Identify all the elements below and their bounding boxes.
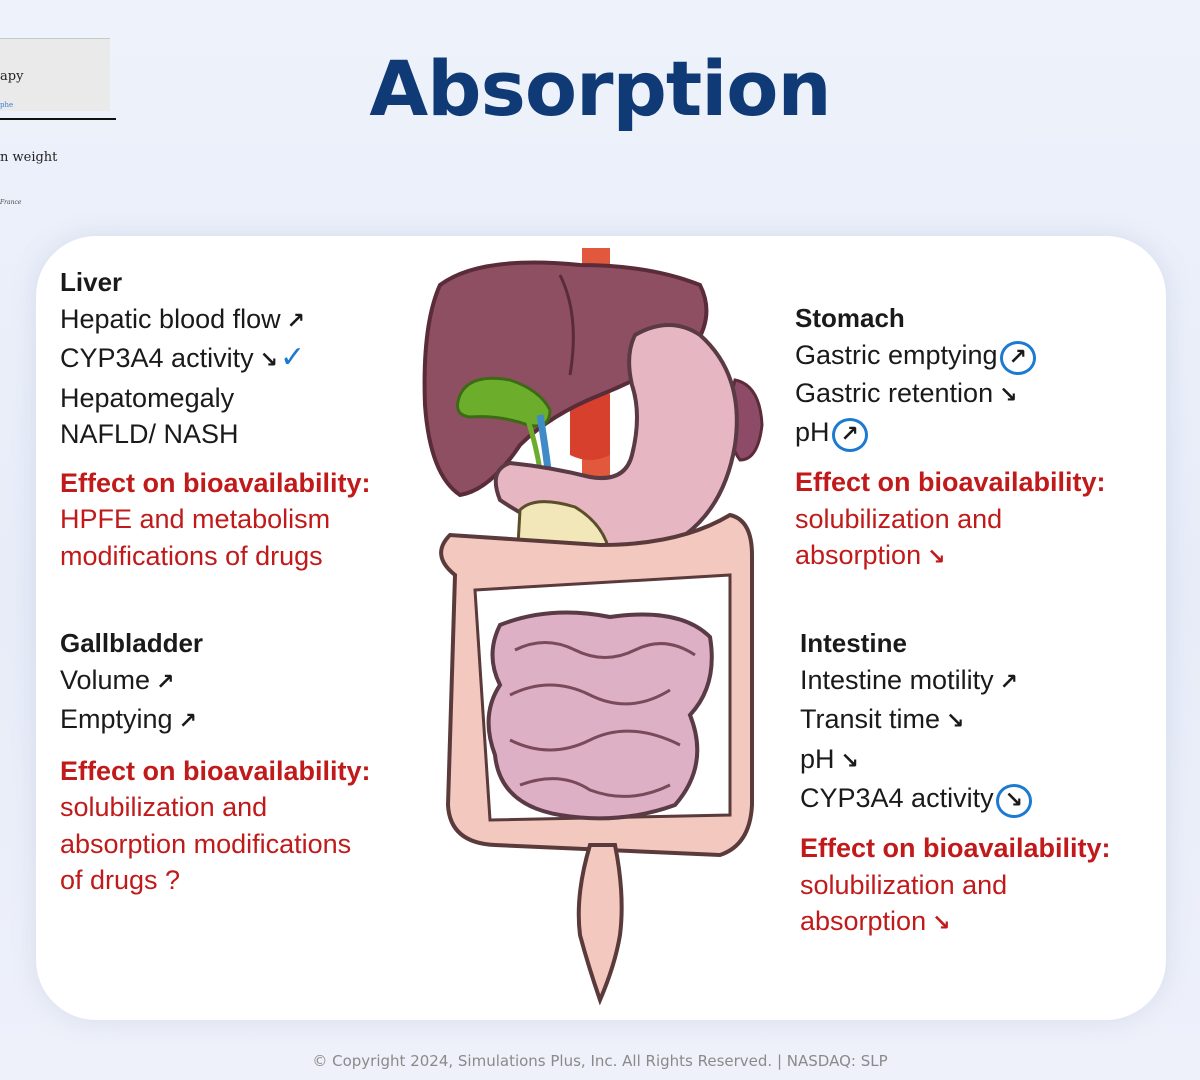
gallbladder-effect-line: solubilization and <box>60 792 268 822</box>
intestine-block: Intestine Intestine motility↗ Transit ti… <box>800 625 1111 943</box>
gallbladder-title: Gallbladder <box>60 628 204 658</box>
arrow-down-icon: ↘ <box>946 709 965 734</box>
arrow-up-icon: ↗ <box>286 308 306 334</box>
intestine-effect-title: Effect on bioavailability: <box>800 833 1111 863</box>
gallbladder-effect-line: of drugs ? <box>60 865 181 895</box>
copyright-footer: © Copyright 2024, Simulations Plus, Inc.… <box>312 1052 888 1070</box>
liver-item: Hepatic blood flow↗ <box>60 303 306 334</box>
stomach-item: Gastric retention↘ <box>795 377 1018 408</box>
intestine-effect-line: solubilization and <box>800 869 1008 900</box>
liver <box>422 260 709 498</box>
arrow-down-icon: ↘ <box>999 382 1018 408</box>
liver-effect-line: HPFE and metabolism <box>60 504 331 534</box>
gallbladder-block: Gallbladder Volume↗ Emptying↗ Effect on … <box>60 625 371 899</box>
snippet-affiliation: France <box>0 199 22 206</box>
blood-vessels <box>570 390 610 460</box>
digestive-system-illustration <box>422 248 764 1005</box>
liver-item: CYP3A4 activity↘✓ <box>60 340 306 375</box>
stomach-title: Stomach <box>795 303 905 333</box>
stomach-item: Gastric emptying↗ <box>795 337 1106 375</box>
stomach-effect-line: absorption↘ <box>795 540 946 570</box>
stomach-block: Stomach Gastric emptying↗ Gastric retent… <box>795 300 1106 577</box>
arrow-down-icon: ↘ <box>995 784 1033 818</box>
intestine-item: CYP3A4 activity↘ <box>800 780 1111 818</box>
gallbladder-item: Volume↗ <box>60 664 175 695</box>
snippet-text: apy <box>0 69 24 84</box>
gallbladder-effect-title: Effect on bioavailability: <box>60 755 371 786</box>
intestine-title: Intestine <box>800 628 907 658</box>
arrow-down-icon: ↘ <box>259 348 279 373</box>
liver-block: Liver Hepatic blood flow↗ CYP3A4 activit… <box>60 264 371 574</box>
checkmark-icon: ✓ <box>280 340 306 375</box>
gallbladder-effect-line: absorption modifications <box>60 828 352 859</box>
arrow-up-icon: ↗ <box>178 709 197 734</box>
stomach-item: pH↗ <box>795 414 1106 452</box>
liver-item: NAFLD/ NASH <box>60 419 239 449</box>
gallbladder-item: Emptying↗ <box>60 704 197 734</box>
intestine-item: Transit time↘ <box>800 704 965 734</box>
intestine-effect-line: absorption↘ <box>800 906 951 936</box>
rectum <box>576 843 624 1005</box>
arrow-up-icon: ↗ <box>156 669 175 695</box>
snippet-divider <box>0 118 116 120</box>
arrow-up-icon: ↗ <box>999 669 1019 695</box>
slide-title: Absorption <box>369 44 831 133</box>
liver-effect-title: Effect on bioavailability: <box>60 467 371 498</box>
arrow-down-icon: ↘ <box>840 748 859 774</box>
liver-effect-line: modifications of drugs <box>60 540 323 571</box>
intestine-item: Intestine motility↗ <box>800 664 1019 695</box>
small-intestine <box>486 610 714 821</box>
stomach-effect-line: solubilization and <box>795 503 1003 534</box>
arrow-up-icon: ↗ <box>831 418 868 452</box>
intestine-item: pH↘ <box>800 743 859 774</box>
arrow-up-icon: ↗ <box>999 340 1037 375</box>
snippet-text: n weight <box>0 150 58 165</box>
liver-title: Liver <box>60 267 123 297</box>
arrow-down-icon: ↘ <box>927 545 946 570</box>
snippet-link: phe <box>0 101 14 109</box>
stomach-effect-title: Effect on bioavailability: <box>795 467 1106 497</box>
background-document-snippet: apy phe <box>0 38 110 111</box>
arrow-down-icon: ↘ <box>932 911 951 936</box>
liver-item: Hepatomegaly <box>60 382 235 413</box>
